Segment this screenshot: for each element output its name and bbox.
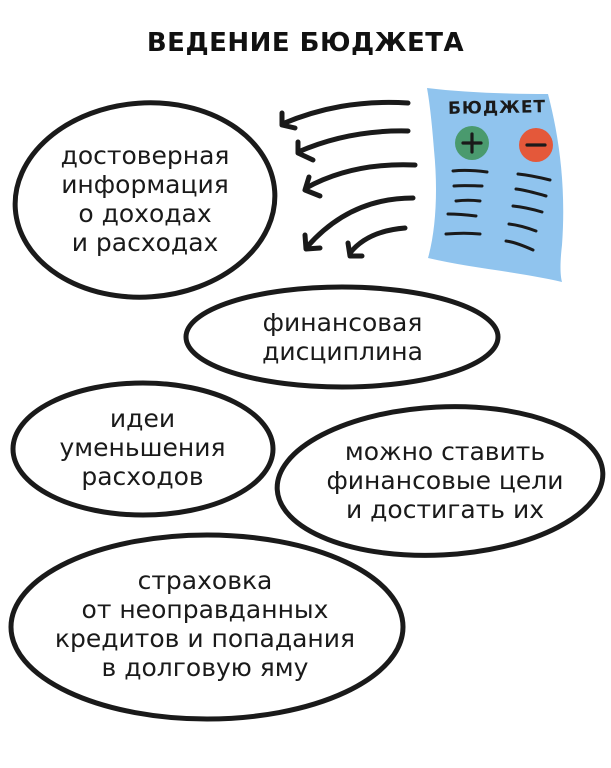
benefit-financial-goals: можно ставить финансовые цели и достигат… [326, 437, 564, 524]
benefit-reduce-expenses: идеи уменьшения расходов [59, 404, 226, 491]
arrows-group [279, 99, 418, 259]
benefit-reliable-info: достоверная информация о доходах и расхо… [60, 141, 230, 257]
budget-sheet-icon [427, 88, 564, 282]
budget-sheet-label: БЮДЖЕТ [447, 97, 547, 119]
benefit-debt-protection: страховка от неоправданных кредитов и по… [54, 566, 356, 682]
bubble-outlines [8, 100, 606, 722]
bubble-outline [274, 404, 606, 558]
bubble-outline [8, 532, 406, 722]
income-lines [444, 168, 489, 236]
benefit-financial-discipline: финансовая дисциплина [262, 308, 423, 366]
bubble-outline [183, 284, 501, 390]
minus-circle-icon [519, 128, 553, 162]
bubble-outline [10, 380, 276, 518]
arrow-icon [295, 128, 411, 163]
plus-circle-icon [455, 126, 489, 160]
arrow-icon [302, 195, 416, 252]
arrow-icon [345, 225, 408, 259]
bubble-outline [12, 100, 278, 300]
arrow-icon [279, 99, 411, 131]
page-title: ВЕДЕНИЕ БЮДЖЕТА [146, 28, 465, 58]
expense-lines [504, 172, 552, 252]
arrow-icon [302, 162, 418, 199]
